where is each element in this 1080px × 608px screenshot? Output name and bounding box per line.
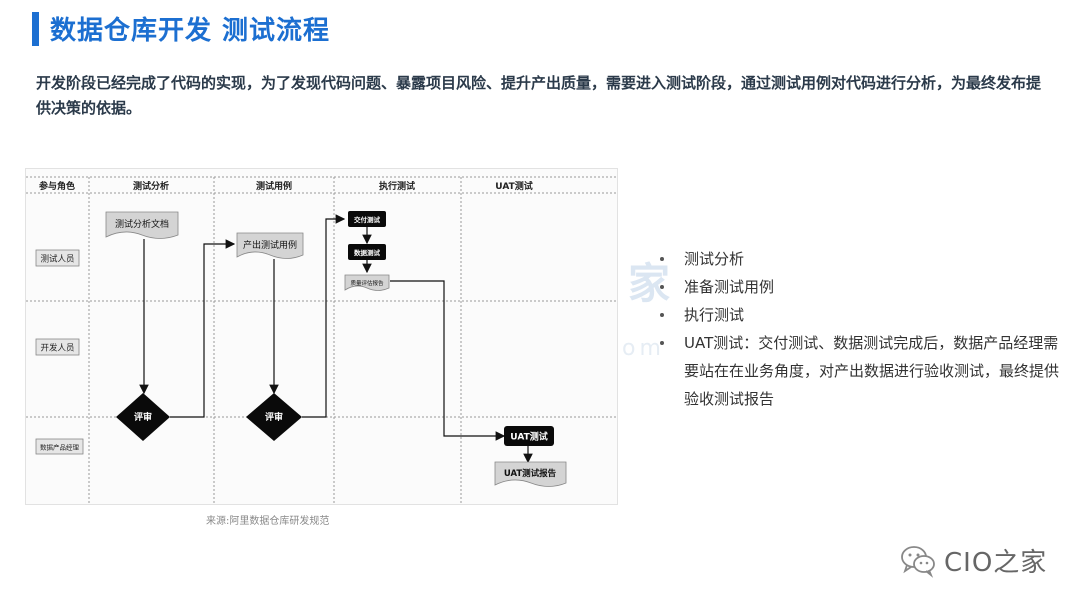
swimlane-grid [26,176,617,504]
header-uat: UAT测试 [495,180,532,192]
header-case: 测试用例 [256,180,292,192]
bullet-dot-icon [660,285,664,289]
edge-review2-to-delivery [302,214,346,418]
delivery-test-label: 交付测试 [354,215,381,224]
review1-diamond [116,393,170,441]
intro-paragraph: 开发阶段已经完成了代码的实现，为了发现代码问题、暴露项目风险、提升产出质量，需要… [36,74,1042,117]
bullet-dot-icon [660,257,664,261]
edge-review1-to-case [170,239,236,418]
brand-name: CIO之家 [944,547,1048,578]
delivery-test-box [348,211,386,227]
uat-report-label: UAT测试报告 [504,468,557,479]
case-doc-label: 产出测试用例 [243,239,297,251]
review2-diamond [246,393,302,441]
bullet-item: 执行测试 [660,301,1065,329]
title-accent-bar [32,12,39,46]
header-analysis: 测试分析 [133,180,169,192]
role-tester: 测试人员 [40,254,74,265]
uat-test-box [504,426,554,446]
uat-test-label: UAT测试 [510,431,547,443]
bullet-text: 准备测试用例 [684,278,775,296]
data-test-box [348,244,386,260]
role-pm: 数据产品经理 [40,443,80,452]
bullet-item: 测试分析 [660,245,1065,273]
role-developer: 开发人员 [40,343,74,354]
header-execute: 执行测试 [379,180,415,192]
edge-quality-to-uat [390,280,506,441]
watermark-latin: om [622,336,665,361]
brand-watermark: CIO之家 [898,540,1047,580]
quality-doc-shape [344,274,390,291]
bullet-dot-icon [660,313,664,317]
analysis-doc-label: 测试分析文档 [115,218,169,230]
quality-doc-label: 质量评估报告 [350,279,384,287]
bullet-text: UAT测试：交付测试、数据测试完成后，数据产品经理需要站在在业务角度，对产出数据… [684,334,1060,408]
page-title: 数据仓库开发 测试流程 [50,16,331,46]
bullet-item: UAT测试：交付测试、数据测试完成后，数据产品经理需要站在在业务角度，对产出数据… [660,329,1065,413]
bullet-text: 测试分析 [684,250,745,268]
watermark-char: 家 [628,259,671,308]
flow-diagram: 参与角色 测试分析 测试用例 执行测试 UAT测试 测试人员 开发人员 数据产品… [25,168,618,505]
flow-diagram-svg: 参与角色 测试分析 测试用例 执行测试 UAT测试 测试人员 开发人员 数据产品… [26,176,617,504]
analysis-doc-shape [105,211,179,239]
bullet-item: 准备测试用例 [660,273,1065,301]
bullet-dot-icon [660,341,664,345]
uat-report-doc-shape [494,461,567,487]
review2-label: 评审 [265,411,283,423]
review1-label: 评审 [134,411,152,423]
bullet-text: 执行测试 [684,306,745,324]
bullet-list: 测试分析 准备测试用例 执行测试 UAT测试：交付测试、数据测试完成后，数据产品… [660,245,1065,413]
diagram-source: 来源:阿里数据仓库研发规范 [206,516,330,527]
header-role: 参与角色 [39,180,75,192]
wechat-icon [901,546,935,578]
data-test-label: 数据测试 [354,248,381,257]
case-doc-shape [236,232,304,259]
